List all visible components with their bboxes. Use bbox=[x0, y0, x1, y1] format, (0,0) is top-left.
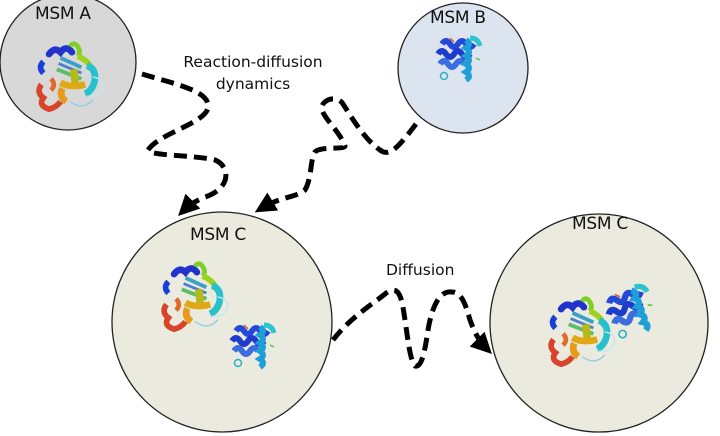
arrow-diffusion bbox=[331, 287, 492, 369]
msm-b-circle bbox=[397, 2, 529, 134]
arrow-msm-a-to-msm-c bbox=[141, 71, 229, 216]
reaction-diffusion-line2: dynamics bbox=[215, 75, 291, 93]
msm-a-circle bbox=[0, 0, 137, 131]
msm-c-right-title: MSM C bbox=[572, 214, 628, 234]
reaction-diffusion-line1: Reaction-diffusion bbox=[183, 53, 323, 71]
msm-c-left-title: MSM C bbox=[190, 225, 246, 245]
diffusion-label: Diffusion bbox=[386, 261, 455, 279]
msm-a-title: MSM A bbox=[35, 4, 91, 24]
msm-c-left-circle bbox=[111, 211, 333, 433]
reaction-diffusion-label: Reaction-diffusion dynamics bbox=[178, 51, 328, 95]
msm-b-title: MSM B bbox=[430, 8, 486, 28]
arrow-msm-b-to-msm-c bbox=[254, 96, 418, 213]
